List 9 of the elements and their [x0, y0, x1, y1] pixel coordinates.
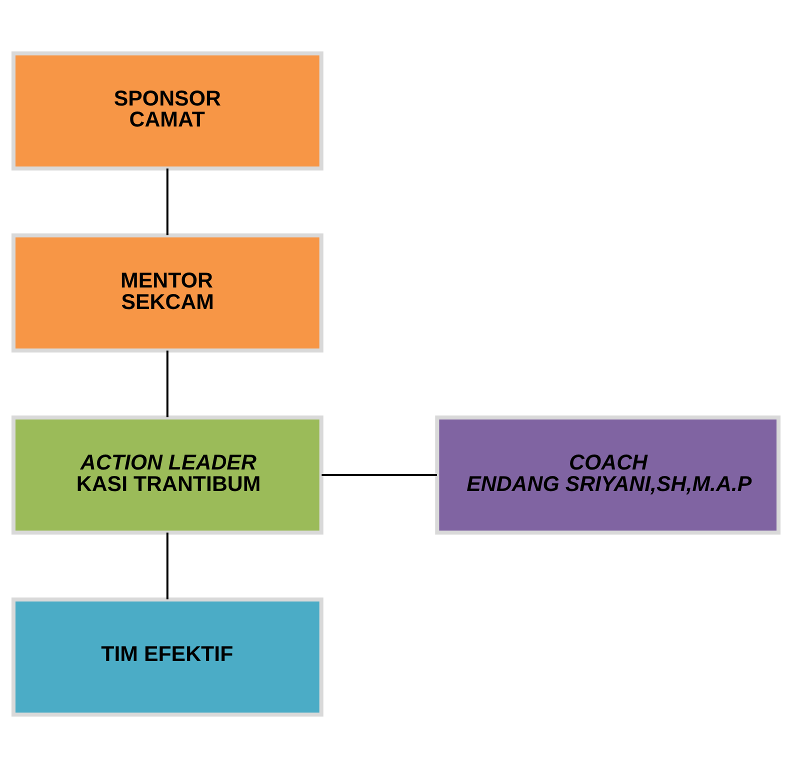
node-box: TIM EFEKTIF — [11, 598, 324, 717]
connector — [166, 532, 168, 600]
node-box: COACH ENDANG SRIYANI,SH,M.A.P — [435, 415, 781, 535]
connector — [322, 474, 437, 476]
node-box: ACTION LEADER KASI TRANTIBUM — [11, 415, 324, 535]
node-box: SPONSOR CAMAT — [11, 51, 324, 170]
node-box: MENTOR SEKCAM — [11, 233, 324, 353]
connector — [166, 350, 168, 418]
connector — [166, 168, 168, 236]
